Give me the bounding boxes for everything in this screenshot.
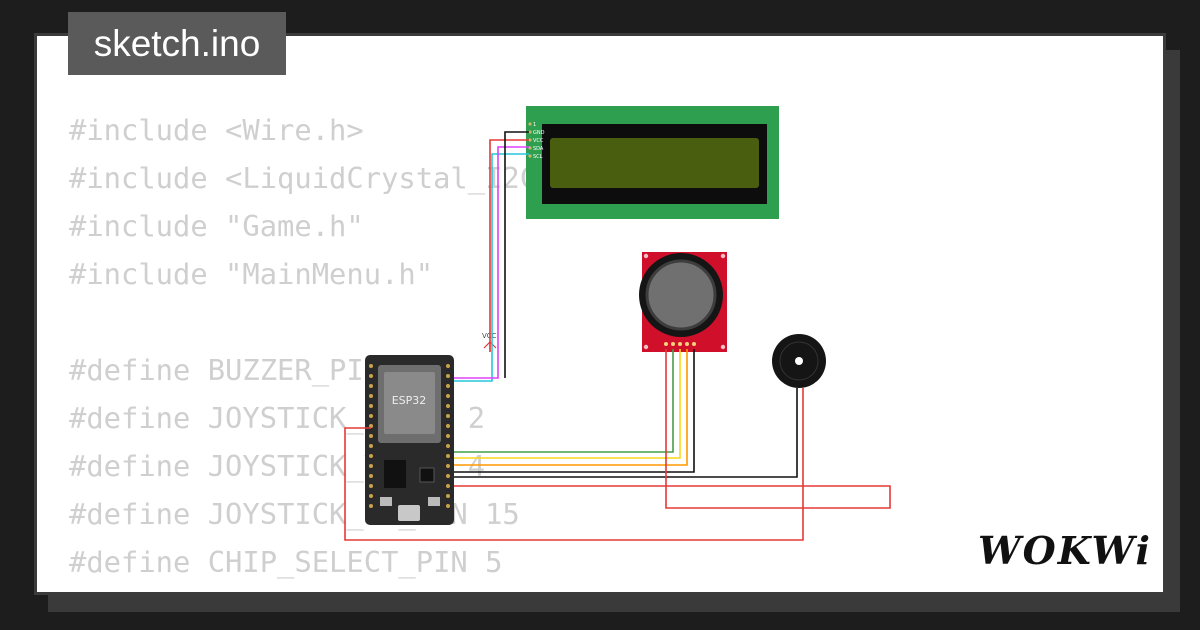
lcd-screen	[550, 138, 759, 188]
lcd-pin-vcc: VCC	[533, 138, 544, 144]
usb-port	[398, 505, 420, 521]
file-tab-label: sketch.ino	[93, 22, 261, 64]
code-line-10: #define CHIP_SELECT_PIN 5	[69, 545, 503, 579]
lcd-pin-sda: SDA	[533, 146, 544, 152]
file-tab[interactable]: sketch.ino	[68, 12, 286, 75]
wire-sda	[454, 146, 529, 379]
lcd-pin-scl: SCL	[533, 154, 543, 160]
lcd-pin-1: 1	[533, 122, 536, 128]
code-background: #include <Wire.h>#include <LiquidCrystal…	[69, 106, 589, 586]
joystick-knob	[645, 259, 717, 331]
wokwi-logo: WOKWi	[978, 528, 1152, 573]
wire-vrx	[454, 349, 681, 459]
esp32-board[interactable]: ESP32	[365, 355, 454, 525]
code-line-3: #include "Game.h"	[69, 209, 364, 243]
code-line-4: #include "MainMenu.h"	[69, 257, 434, 291]
wire-buzzer-gnd	[454, 388, 798, 478]
esp32-label: ESP32	[392, 394, 427, 407]
buzzer-hole	[795, 357, 803, 365]
lcd-pin-gnd: GND	[533, 130, 545, 136]
wire-vry	[454, 349, 674, 453]
wire-buzzer-signal	[344, 388, 804, 541]
code-line-1: #include <Wire.h>	[69, 113, 364, 147]
joystick-module[interactable]	[639, 252, 727, 352]
wire-scl	[454, 153, 529, 382]
wire-joystick-vcc	[454, 349, 891, 509]
buzzer[interactable]	[772, 334, 826, 388]
wire-lcd-gnd	[504, 131, 529, 378]
wire-sw	[454, 349, 688, 466]
wires	[344, 131, 891, 541]
wire-lcd-vcc	[489, 139, 529, 352]
wire-joystick-gnd	[454, 349, 695, 473]
lcd-display[interactable]: 1 GND VCC SDA SCL	[526, 106, 779, 219]
